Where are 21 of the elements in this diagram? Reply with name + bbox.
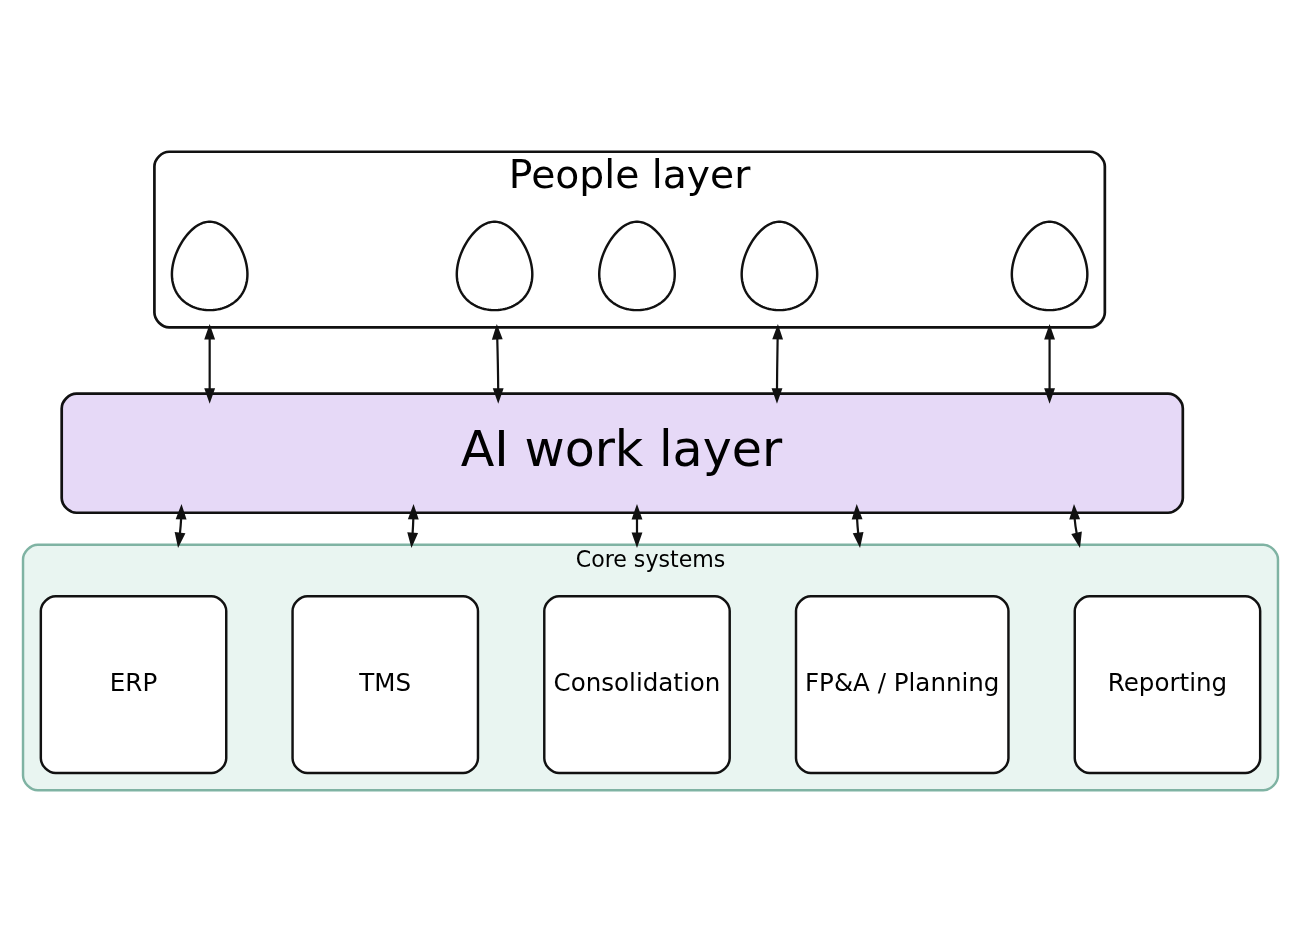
arrow xyxy=(851,503,864,548)
arrow xyxy=(771,323,784,404)
node-box: TMS xyxy=(291,594,480,774)
node-box: Reporting xyxy=(1073,594,1262,774)
node-box: ERP xyxy=(39,594,228,774)
arrow xyxy=(1044,323,1055,404)
node-box: AI work layer xyxy=(60,391,1185,514)
node-person xyxy=(170,220,249,311)
arrow xyxy=(204,323,216,404)
node-person xyxy=(598,220,676,311)
arrow xyxy=(407,503,419,548)
arrow xyxy=(631,503,643,548)
node-box: Consolidation xyxy=(543,594,731,774)
node-person xyxy=(455,220,534,311)
arrow xyxy=(491,323,504,404)
arrow xyxy=(1069,503,1082,548)
node-person xyxy=(1010,220,1089,311)
node-box: FP&A / Planning xyxy=(794,594,1010,774)
arrow xyxy=(174,503,187,548)
cluster: People layer xyxy=(153,149,1107,329)
node-person xyxy=(740,220,819,311)
